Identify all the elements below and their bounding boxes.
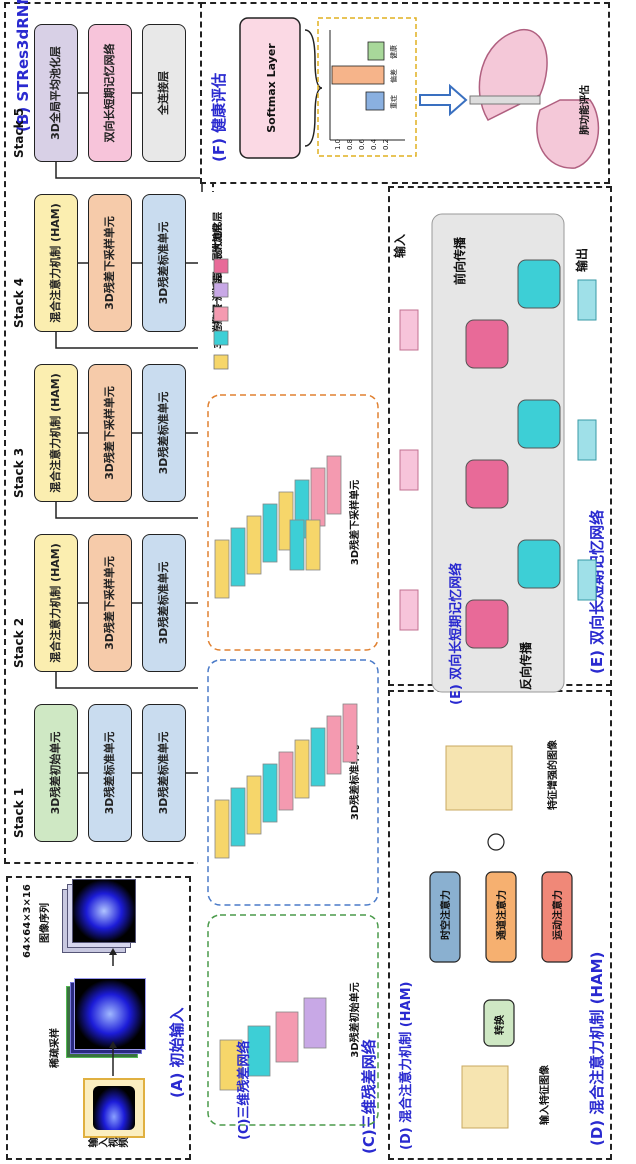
lung-left [478,29,548,121]
input-cell-1 [399,449,419,491]
arrow-to-lungs [419,83,468,117]
output-cell-0 [577,279,597,321]
backward-label: 反向传播 [518,641,533,690]
std-layer-8 [342,703,358,763]
legend-swatch-4 [213,258,229,274]
ds-layer-2 [246,515,262,575]
ds-layer-7 [326,455,342,515]
panel-c-title-overlay: (C)三维残差网络 [236,1041,252,1140]
lstm-fwd-1 [517,399,561,449]
trachea [469,95,541,105]
init-layer-0 [219,1039,243,1091]
ham-branch-1 [485,871,517,963]
std-layer-2 [246,775,262,835]
output-cell-1 [577,419,597,461]
legend-swatch-1 [213,330,229,346]
ham-branch-0 [429,871,461,963]
std-layer-7 [326,715,342,775]
unit-frame-0 [207,914,379,1126]
bar-label-2: 重症 [389,95,398,109]
std-layer-5 [294,739,310,799]
panel-e-title-overlay: (E) 双向长短期记忆网络 [448,563,464,705]
ds-layer-6 [310,467,326,527]
panel-d-title-overlay: (D) 混合注意力机制 (HAM) [398,982,414,1151]
bar-label-0: 健康 [389,45,398,59]
lstm-back-2 [465,599,509,649]
panel-a: (A) 初始输入 输入视频 稀疏采样 64×64×3×16 图像序列 [6,876,191,1160]
bilstm-input-label: 输入 [392,234,407,258]
bar-tick-0: 1.0 [334,139,342,150]
enhanced-feature-map [445,745,513,811]
softmax-layer-box [239,17,301,159]
bar-deviation [331,65,385,85]
ds-layer-0 [214,539,230,599]
bar-tick-1: 0.8 [346,139,354,150]
legend-swatch-2 [213,306,229,322]
lung-right [536,99,600,169]
std-layer-0 [214,799,230,859]
ds-layer-3 [262,503,278,563]
bar-tick-2: 0.6 [358,138,366,150]
softmax-label: Softmax Layer [265,43,278,133]
output-cell-2 [577,559,597,601]
bar-tick-4: 0.2 [382,139,390,150]
unit-frame-2 [207,394,379,651]
panel-a-arrows [109,948,117,1076]
bar-label-1: 偏差 [389,69,398,83]
lung-function-label: 肺功能评估 [578,85,591,135]
bar-tick-3: 0.4 [370,138,378,150]
transform-label: 转换 [493,1014,506,1035]
ham-branch-label-1: 通道注意力 [495,890,508,940]
ham-branch-2 [541,871,573,963]
legend-label-4: 附加层 [211,223,224,253]
bar-severe [365,91,385,111]
softmax-brace [304,29,323,147]
lstm-back-0 [465,319,509,369]
bar-healthy [367,41,385,61]
ds-shortcut-bn [289,519,305,571]
input-cell-2 [399,589,419,631]
lstm-fwd-2 [517,539,561,589]
input-feature-label: 输入特征图像 [538,1064,551,1125]
std-layer-3 [262,763,278,823]
input-feature-map [461,1065,509,1129]
ds-layer-1 [230,527,246,587]
unit-label-1: 3D残差标准单元 [348,745,361,820]
init-layer-1 [247,1025,271,1077]
std-layer-4 [278,751,294,811]
legend-swatch-3 [213,282,229,298]
init-layer-2 [275,1011,299,1063]
unit-label-2: 3D残差下采样单元 [348,480,361,565]
unit-frame-1 [207,659,379,906]
ham-branch-label-2: 运动注意力 [551,890,564,940]
bilstm-output-label: 输出 [574,248,589,272]
lstm-back-1 [465,459,509,509]
legend-swatch-0 [213,354,229,370]
init-layer-3 [303,997,327,1049]
transform-box [483,999,515,1047]
ham-branch-label-0: 时空注意力 [439,890,452,940]
output-feature-label: 特征增强的图像 [546,739,559,810]
unit-label-0: 3D残差初始单元 [348,982,361,1057]
bar-chart-frame [317,17,417,157]
lstm-fwd-0 [517,259,561,309]
forward-label: 前向传播 [452,236,467,285]
input-cell-0 [399,309,419,351]
std-layer-1 [230,787,246,847]
std-layer-6 [310,727,326,787]
ds-shortcut-conv [305,519,321,571]
sum-node [487,833,505,851]
